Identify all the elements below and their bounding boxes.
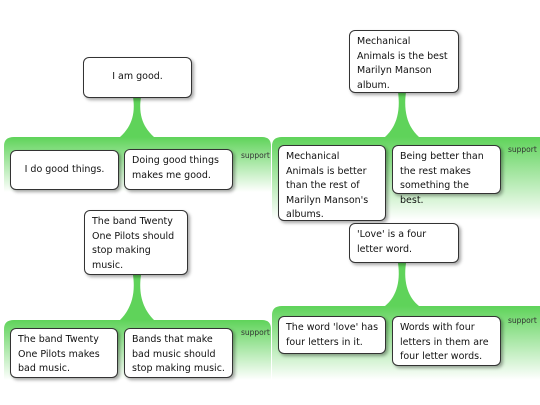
reason-box[interactable]: The word 'love' has four letters in it. — [278, 316, 386, 354]
reason-box[interactable]: The band Twenty One Pilots makes bad mus… — [10, 328, 118, 378]
claim-box[interactable]: The band Twenty One Pilots should stop m… — [84, 210, 188, 275]
support-stem — [120, 97, 154, 137]
reason-box[interactable]: Mechanical Animals is better than the re… — [278, 145, 386, 221]
claim-box[interactable]: 'Love' is a four letter word. — [349, 223, 459, 263]
support-label: support — [508, 145, 537, 154]
support-stem — [120, 275, 154, 320]
reason-box[interactable]: Bands that make bad music should stop ma… — [124, 328, 233, 378]
support-label: support — [508, 316, 537, 325]
reason-box[interactable]: I do good things. — [10, 150, 119, 190]
support-stem — [385, 263, 419, 306]
reason-box[interactable]: Words with four letters in them are four… — [392, 316, 501, 366]
reason-box[interactable]: Doing good things makes me good. — [124, 149, 233, 190]
claim-box[interactable]: Mechanical Animals is the best Marilyn M… — [349, 30, 459, 93]
support-stem — [385, 92, 419, 137]
claim-box[interactable]: I am good. — [83, 57, 192, 98]
support-label: support — [241, 328, 270, 337]
support-label: support — [241, 151, 270, 160]
reason-box[interactable]: Being better than the rest makes somethi… — [392, 145, 501, 206]
